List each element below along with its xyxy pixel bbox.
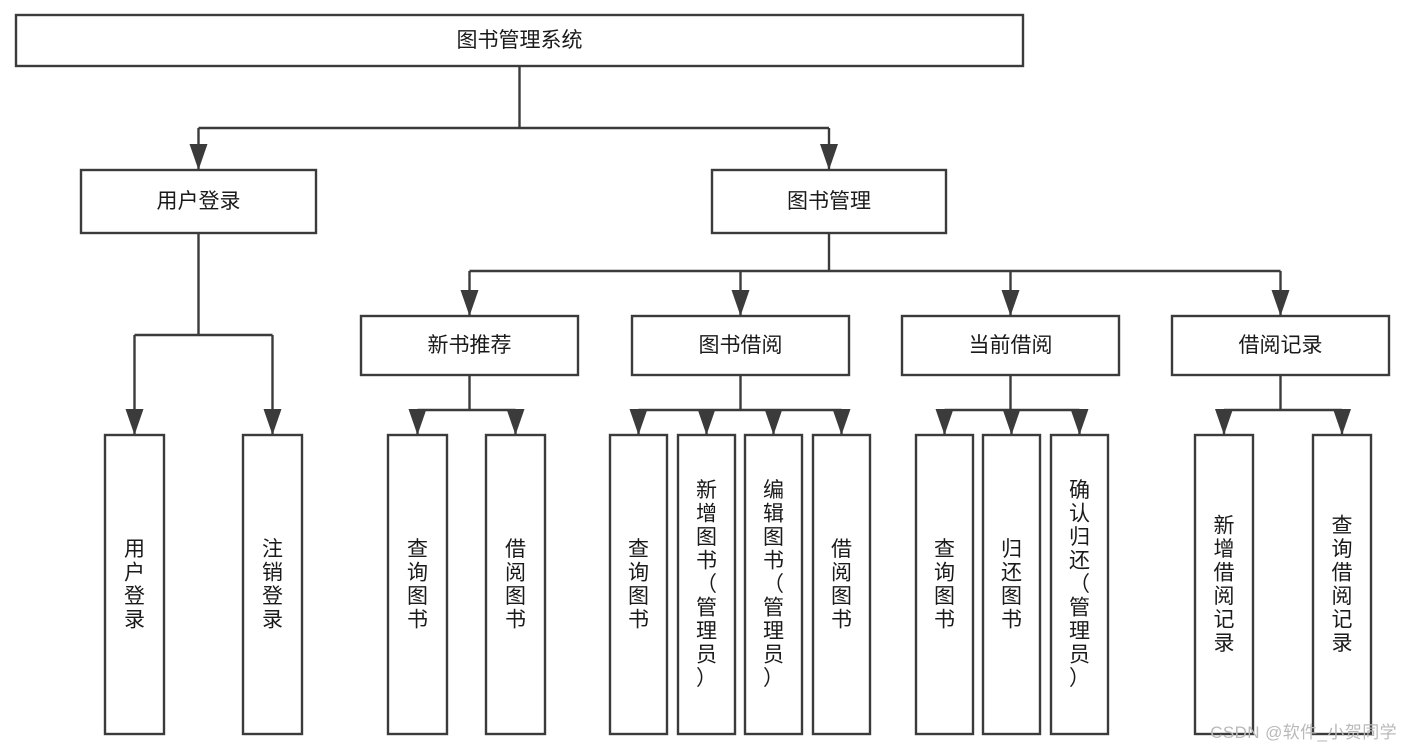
arrow-head-icon-leaf-user-logout: [263, 409, 282, 435]
arrow-head-icon-leaf-borrow-book-1: [506, 409, 525, 435]
node-leaf-user-logout[interactable]: 注销登录: [241, 433, 304, 736]
edges-layer: [125, 66, 1351, 435]
node-label-new-book-recommend: 新书推荐: [428, 334, 512, 357]
node-leaf-borrow-book-1[interactable]: 借阅图书: [484, 433, 547, 736]
node-label-borrow-record: 借阅记录: [1239, 334, 1323, 357]
node-box-leaf-user-login[interactable]: [103, 433, 166, 736]
node-box-user-login[interactable]: [79, 168, 318, 235]
node-label-book-borrow: 图书借阅: [699, 334, 783, 357]
arrow-head-icon-book-borrow: [731, 290, 750, 316]
node-box-borrow-record[interactable]: [1170, 314, 1391, 377]
arrow-head-icon-leaf-edit-book: [764, 409, 783, 435]
node-leaf-edit-book[interactable]: 编辑图书（管理员）: [743, 433, 804, 736]
node-box-leaf-borrow-book-2[interactable]: [811, 433, 872, 736]
arrow-head-icon-leaf-add-book: [697, 409, 716, 435]
node-box-leaf-add-book[interactable]: [676, 433, 737, 736]
node-new-book-recommend[interactable]: 新书推荐: [359, 314, 580, 377]
node-label-leaf-confirm-return: 确认归还（管理员）: [1069, 479, 1090, 690]
node-box-leaf-query-record[interactable]: [1311, 433, 1373, 736]
node-leaf-query-book-1[interactable]: 查询图书: [386, 433, 449, 736]
node-leaf-borrow-book-2[interactable]: 借阅图书: [811, 433, 872, 736]
node-leaf-add-book[interactable]: 新增图书（管理员）: [676, 433, 737, 736]
node-label-leaf-return-book: 归还图书: [1001, 538, 1022, 632]
node-root[interactable]: 图书管理系统: [14, 13, 1025, 68]
node-leaf-query-book-3[interactable]: 查询图书: [914, 433, 975, 736]
node-leaf-query-record[interactable]: 查询借阅记录: [1311, 433, 1373, 736]
arrow-head-icon-borrow-record: [1271, 290, 1290, 316]
node-label-leaf-user-login: 用户登录: [124, 538, 145, 632]
node-box-current-borrow[interactable]: [900, 314, 1121, 377]
node-label-leaf-query-book-2: 查询图书: [628, 538, 649, 632]
node-book-manage[interactable]: 图书管理: [710, 168, 948, 235]
node-label-leaf-borrow-book-2: 借阅图书: [831, 538, 852, 632]
node-box-leaf-query-book-3[interactable]: [914, 433, 975, 736]
arrow-head-icon-leaf-query-book-3: [935, 409, 954, 435]
node-box-leaf-borrow-book-1[interactable]: [484, 433, 547, 736]
node-box-book-borrow[interactable]: [630, 314, 851, 377]
node-label-user-login: 用户登录: [157, 190, 241, 213]
nodes-layer: 图书管理系统用户登录图书管理新书推荐图书借阅当前借阅借阅记录用户登录注销登录查询…: [14, 13, 1391, 736]
csdn-watermark: CSDN @软件_小贺同学: [1210, 723, 1397, 742]
node-borrow-record[interactable]: 借阅记录: [1170, 314, 1391, 377]
node-leaf-add-record[interactable]: 新增借阅记录: [1193, 433, 1255, 736]
node-box-leaf-add-record[interactable]: [1193, 433, 1255, 736]
node-label-book-manage: 图书管理: [787, 190, 871, 213]
node-box-leaf-confirm-return[interactable]: [1049, 433, 1110, 736]
node-label-leaf-add-record: 新增借阅记录: [1214, 514, 1235, 655]
node-label-leaf-borrow-book-1: 借阅图书: [505, 538, 526, 632]
node-box-book-manage[interactable]: [710, 168, 948, 235]
node-box-leaf-return-book[interactable]: [981, 433, 1042, 736]
arrow-head-icon-leaf-return-book: [1002, 409, 1021, 435]
arrow-head-icon-leaf-query-book-2: [629, 409, 648, 435]
node-label-leaf-add-book: 新增图书（管理员）: [696, 479, 717, 690]
node-box-new-book-recommend[interactable]: [359, 314, 580, 377]
node-label-leaf-query-record: 查询借阅记录: [1332, 514, 1353, 655]
arrow-head-icon-leaf-confirm-return: [1070, 409, 1089, 435]
node-leaf-return-book[interactable]: 归还图书: [981, 433, 1042, 736]
node-leaf-user-login[interactable]: 用户登录: [103, 433, 166, 736]
node-box-leaf-query-book-1[interactable]: [386, 433, 449, 736]
node-user-login[interactable]: 用户登录: [79, 168, 318, 235]
arrow-head-icon-new-book-recommend: [460, 290, 479, 316]
node-label-current-borrow: 当前借阅: [969, 334, 1053, 357]
node-label-root: 图书管理系统: [457, 29, 583, 52]
node-box-root[interactable]: [14, 13, 1025, 68]
node-leaf-confirm-return[interactable]: 确认归还（管理员）: [1049, 433, 1110, 736]
arrow-head-icon-book-manage: [820, 144, 838, 170]
node-label-leaf-query-book-3: 查询图书: [934, 538, 955, 632]
node-book-borrow[interactable]: 图书借阅: [630, 314, 851, 377]
arrow-head-icon-current-borrow: [1001, 290, 1020, 316]
node-label-leaf-edit-book: 编辑图书（管理员）: [763, 479, 784, 690]
node-box-leaf-user-logout[interactable]: [241, 433, 304, 736]
arrow-head-icon-leaf-add-record: [1215, 409, 1233, 435]
node-current-borrow[interactable]: 当前借阅: [900, 314, 1121, 377]
arrow-head-icon-leaf-query-book-1: [408, 409, 427, 435]
node-leaf-query-book-2[interactable]: 查询图书: [608, 433, 669, 736]
arrow-head-icon-leaf-borrow-book-2: [832, 409, 851, 435]
node-box-leaf-edit-book[interactable]: [743, 433, 804, 736]
arrow-head-icon-user-login: [189, 144, 208, 170]
node-label-leaf-query-book-1: 查询图书: [407, 538, 428, 632]
node-label-leaf-user-logout: 注销登录: [262, 538, 283, 632]
arrow-head-icon-leaf-user-login: [125, 409, 144, 435]
arrow-head-icon-leaf-query-record: [1333, 409, 1351, 435]
node-box-leaf-query-book-2[interactable]: [608, 433, 669, 736]
